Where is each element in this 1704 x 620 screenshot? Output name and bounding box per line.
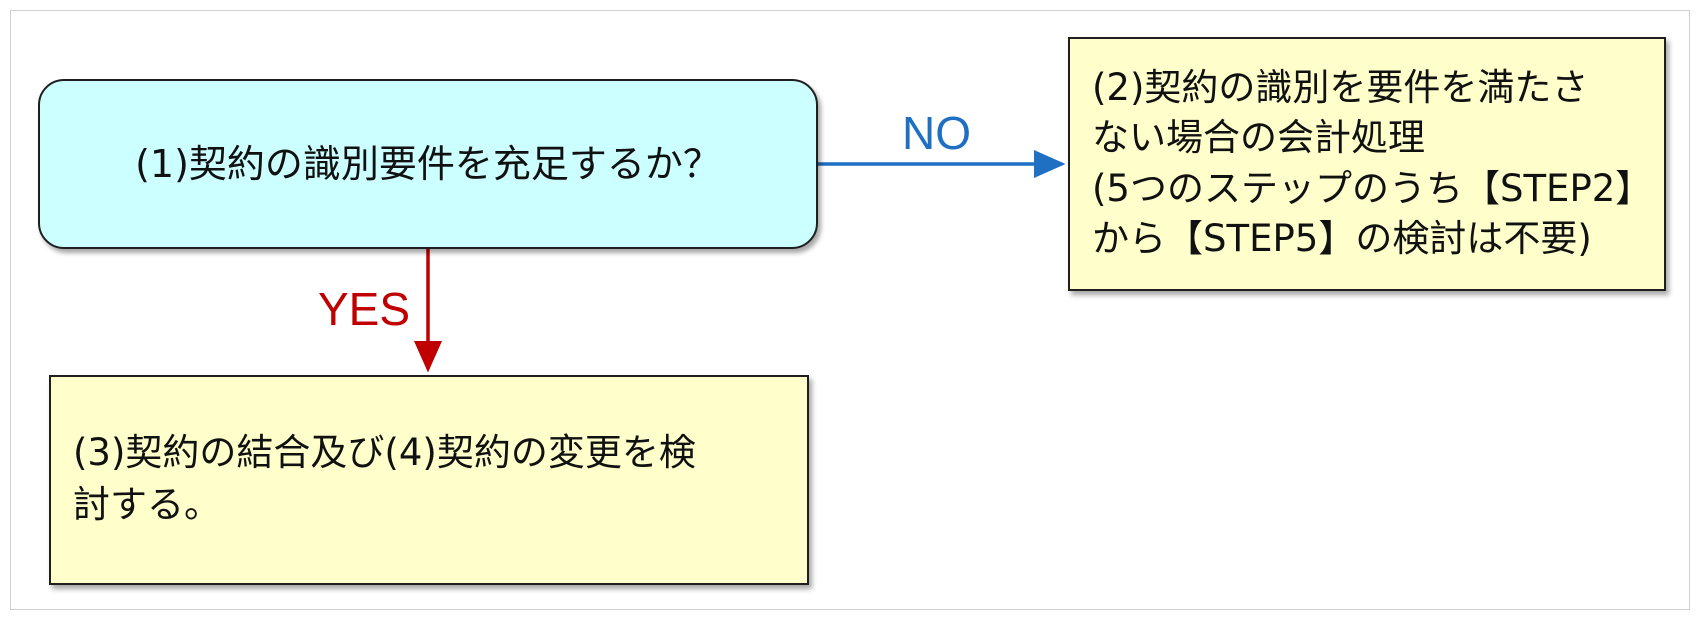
yes-outcome-line: 討する。 bbox=[73, 482, 221, 526]
decision-node: (1)契約の識別要件を充足するか？ bbox=[38, 79, 818, 249]
yes-outcome-line: (3)契約の結合及び(4)契約の変更を検 bbox=[73, 431, 696, 474]
no-outcome-node: (2)契約の識別を要件を満たさ ない場合の会計処理 (5つのステップのうち【ST… bbox=[1068, 37, 1666, 291]
no-label: NO bbox=[902, 107, 971, 159]
no-outcome-line: (2)契約の識別を要件を満たさ bbox=[1092, 66, 1589, 109]
yes-label: YES bbox=[318, 283, 411, 335]
decision-text: (1)契約の識別要件を充足するか？ bbox=[135, 141, 721, 186]
yes-outcome-node: (3)契約の結合及び(4)契約の変更を検 討する。 bbox=[49, 375, 809, 585]
no-outcome-line: から【STEP5】の検討は不要) bbox=[1092, 216, 1592, 260]
no-outcome-line: ない場合の会計処理 bbox=[1092, 116, 1425, 160]
no-outcome-line: (5つのステップのうち【STEP2】 bbox=[1092, 166, 1653, 210]
